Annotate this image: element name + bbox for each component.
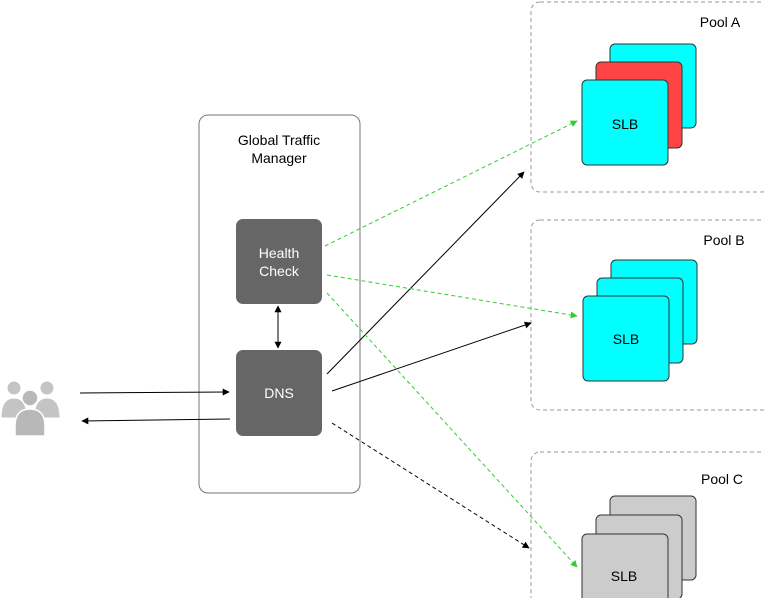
dns-node[interactable]: DNS: [236, 350, 322, 436]
users-icon: [0, 380, 61, 437]
pool-b-slb-front[interactable]: [582, 295, 670, 382]
users-to-dns-arrow: [79, 388, 230, 396]
dns-to-users-arrow: [81, 417, 231, 425]
pool-c-slb-front[interactable]: [581, 533, 669, 598]
dns-to-pool-b-arrow: [331, 321, 532, 392]
dns-to-pool-c-arrow: [331, 422, 530, 549]
pool-c: Pool C SLB: [530, 451, 764, 598]
gtm-title-line1: Global Traffic: [238, 132, 320, 148]
pool-a-slb-label: SLB: [612, 116, 638, 132]
pool-b: Pool B SLB: [530, 219, 764, 411]
dns-to-pool-a-arrow: [326, 171, 525, 375]
pool-a-label: Pool A: [700, 14, 741, 30]
health-to-pool-b-arrow: [326, 274, 578, 319]
health-check-node[interactable]: Health Check: [236, 219, 322, 304]
dns-label: DNS: [264, 385, 294, 401]
pool-b-slb-label: SLB: [613, 331, 639, 347]
pool-a: Pool A SLB: [530, 1, 764, 193]
health-check-label-line2: Check: [259, 263, 300, 279]
gtm-title-line2: Manager: [251, 150, 307, 166]
pool-c-label: Pool C: [701, 471, 743, 487]
health-to-pool-a-arrow: [324, 120, 578, 247]
health-to-pool-c-arrow: [326, 292, 578, 568]
pool-c-slb-label: SLB: [611, 568, 637, 584]
pool-b-label: Pool B: [703, 232, 744, 248]
health-check-label-line1: Health: [259, 245, 299, 261]
pool-a-slb-front[interactable]: [581, 79, 669, 166]
